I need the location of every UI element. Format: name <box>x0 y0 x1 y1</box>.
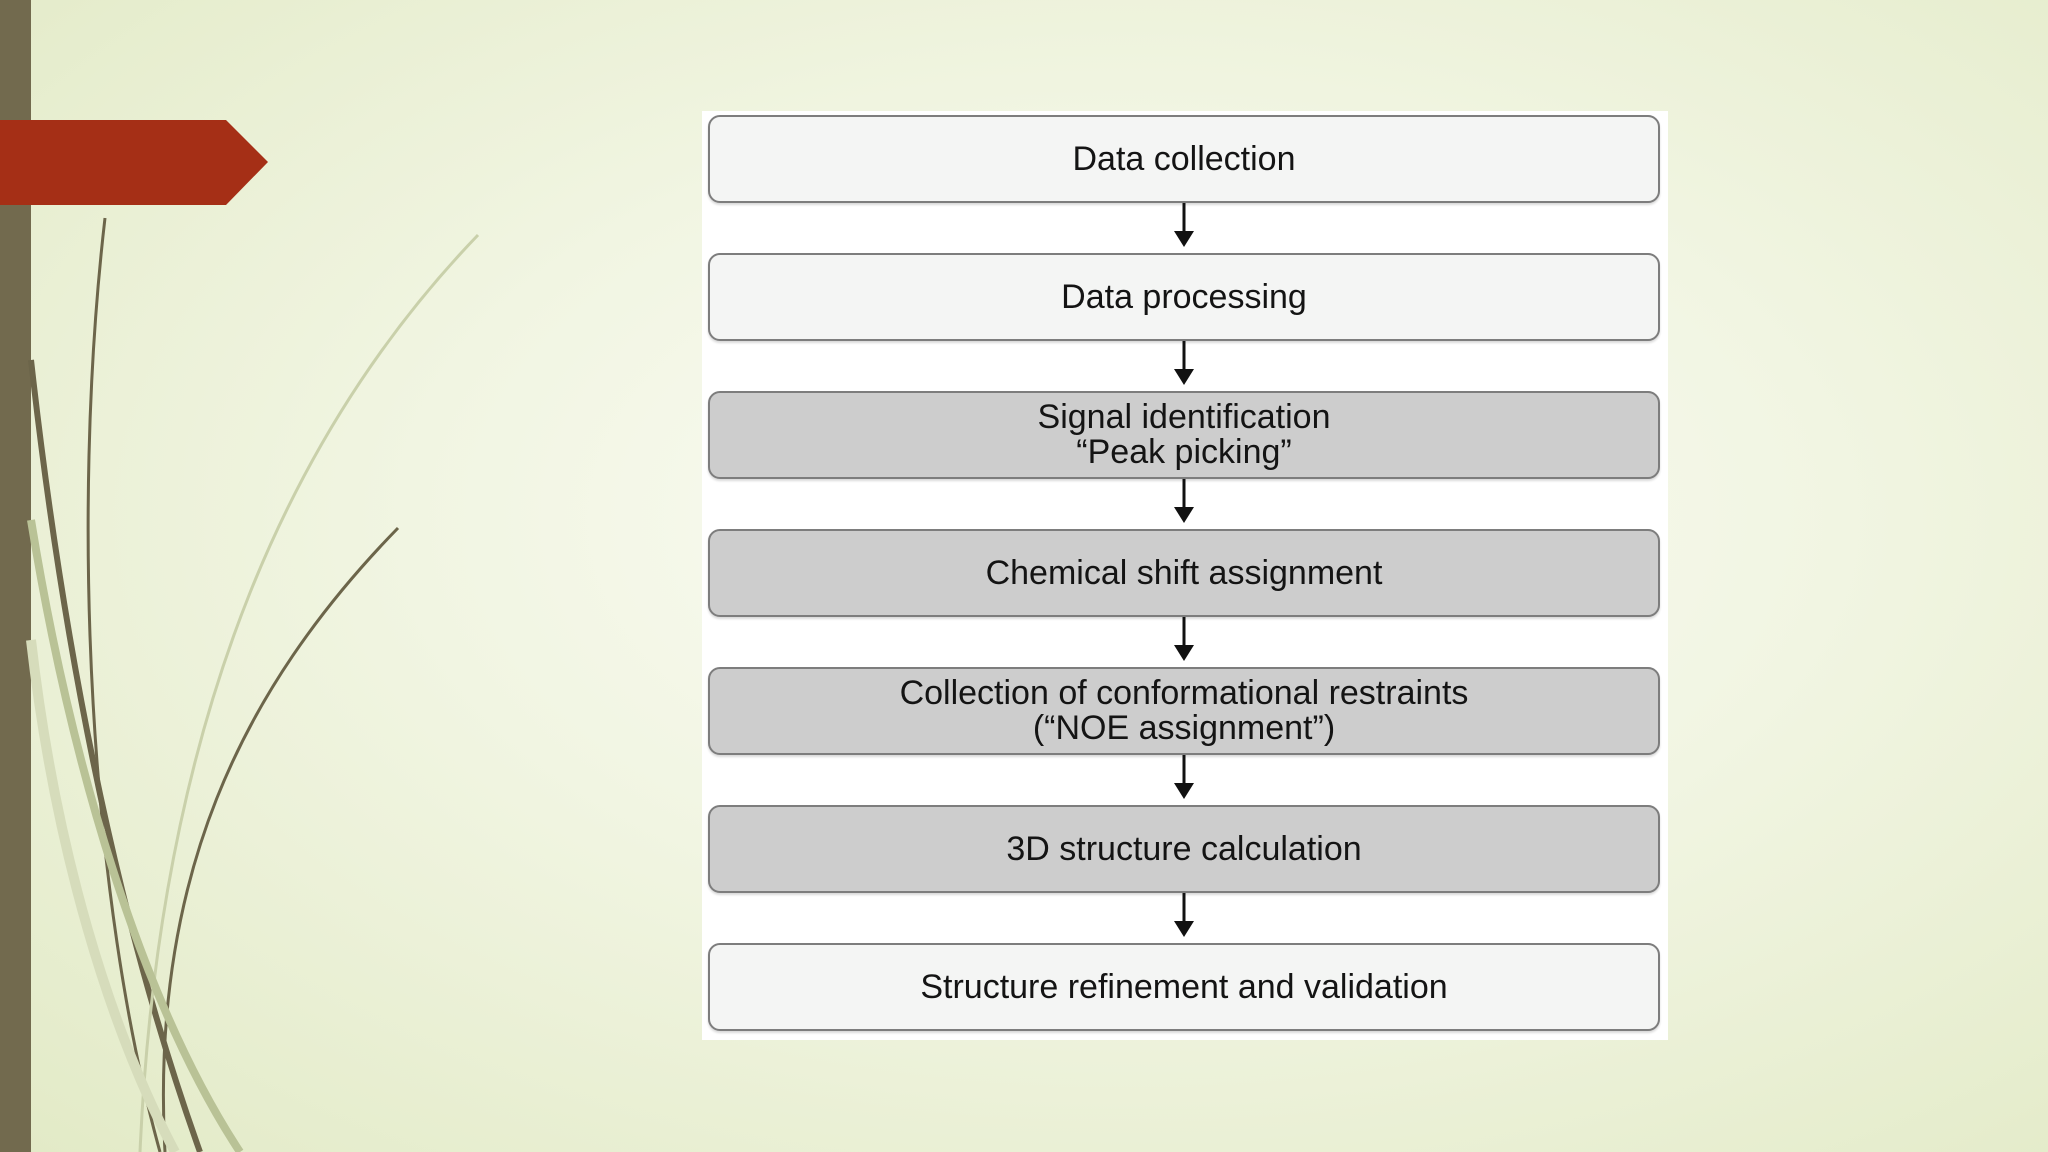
step-chemical-shift-assignment: Chemical shift assignment <box>708 529 1660 617</box>
arrow-down-icon <box>1174 341 1194 385</box>
step-data-processing: Data processing <box>708 253 1660 341</box>
step-conformational-restraints: Collection of conformational restraints … <box>708 667 1660 755</box>
step-label: Signal identification <box>1037 398 1331 436</box>
arrow-down-icon <box>1174 755 1194 799</box>
grass-stroke-6 <box>26 639 180 1152</box>
step-sublabel: “Peak picking” <box>1076 433 1292 471</box>
step-sublabel: (“NOE assignment”) <box>1032 709 1336 747</box>
arrow-down-icon <box>1174 479 1194 523</box>
arrow-down-icon <box>1174 893 1194 937</box>
grass-stroke-2 <box>86 217 162 1152</box>
step-signal-identification: Signal identification “Peak picking” <box>708 391 1660 479</box>
step-data-collection: Data collection <box>708 115 1660 203</box>
arrow-down-icon <box>1174 203 1194 247</box>
step-structure-calculation: 3D structure calculation <box>708 805 1660 893</box>
step-label: Chemical shift assignment <box>985 553 1383 592</box>
step-label: Data collection <box>1072 139 1296 178</box>
grass-stroke-5 <box>27 519 244 1152</box>
step-label: Structure refinement and validation <box>920 967 1448 1006</box>
decorative-grass-strokes <box>26 217 480 1152</box>
step-refinement-validation: Structure refinement and validation <box>708 943 1660 1031</box>
arrow-down-icon <box>1174 617 1194 661</box>
grass-stroke-3 <box>161 526 400 1152</box>
nmr-workflow-diagram: Data collection Data processing Signal i… <box>702 111 1668 1040</box>
grass-stroke-4 <box>138 233 480 1152</box>
title-ribbon <box>0 120 268 205</box>
step-label: Collection of conformational restraints <box>899 674 1469 712</box>
step-label: Data processing <box>1061 277 1307 316</box>
step-label: 3D structure calculation <box>1006 829 1362 868</box>
